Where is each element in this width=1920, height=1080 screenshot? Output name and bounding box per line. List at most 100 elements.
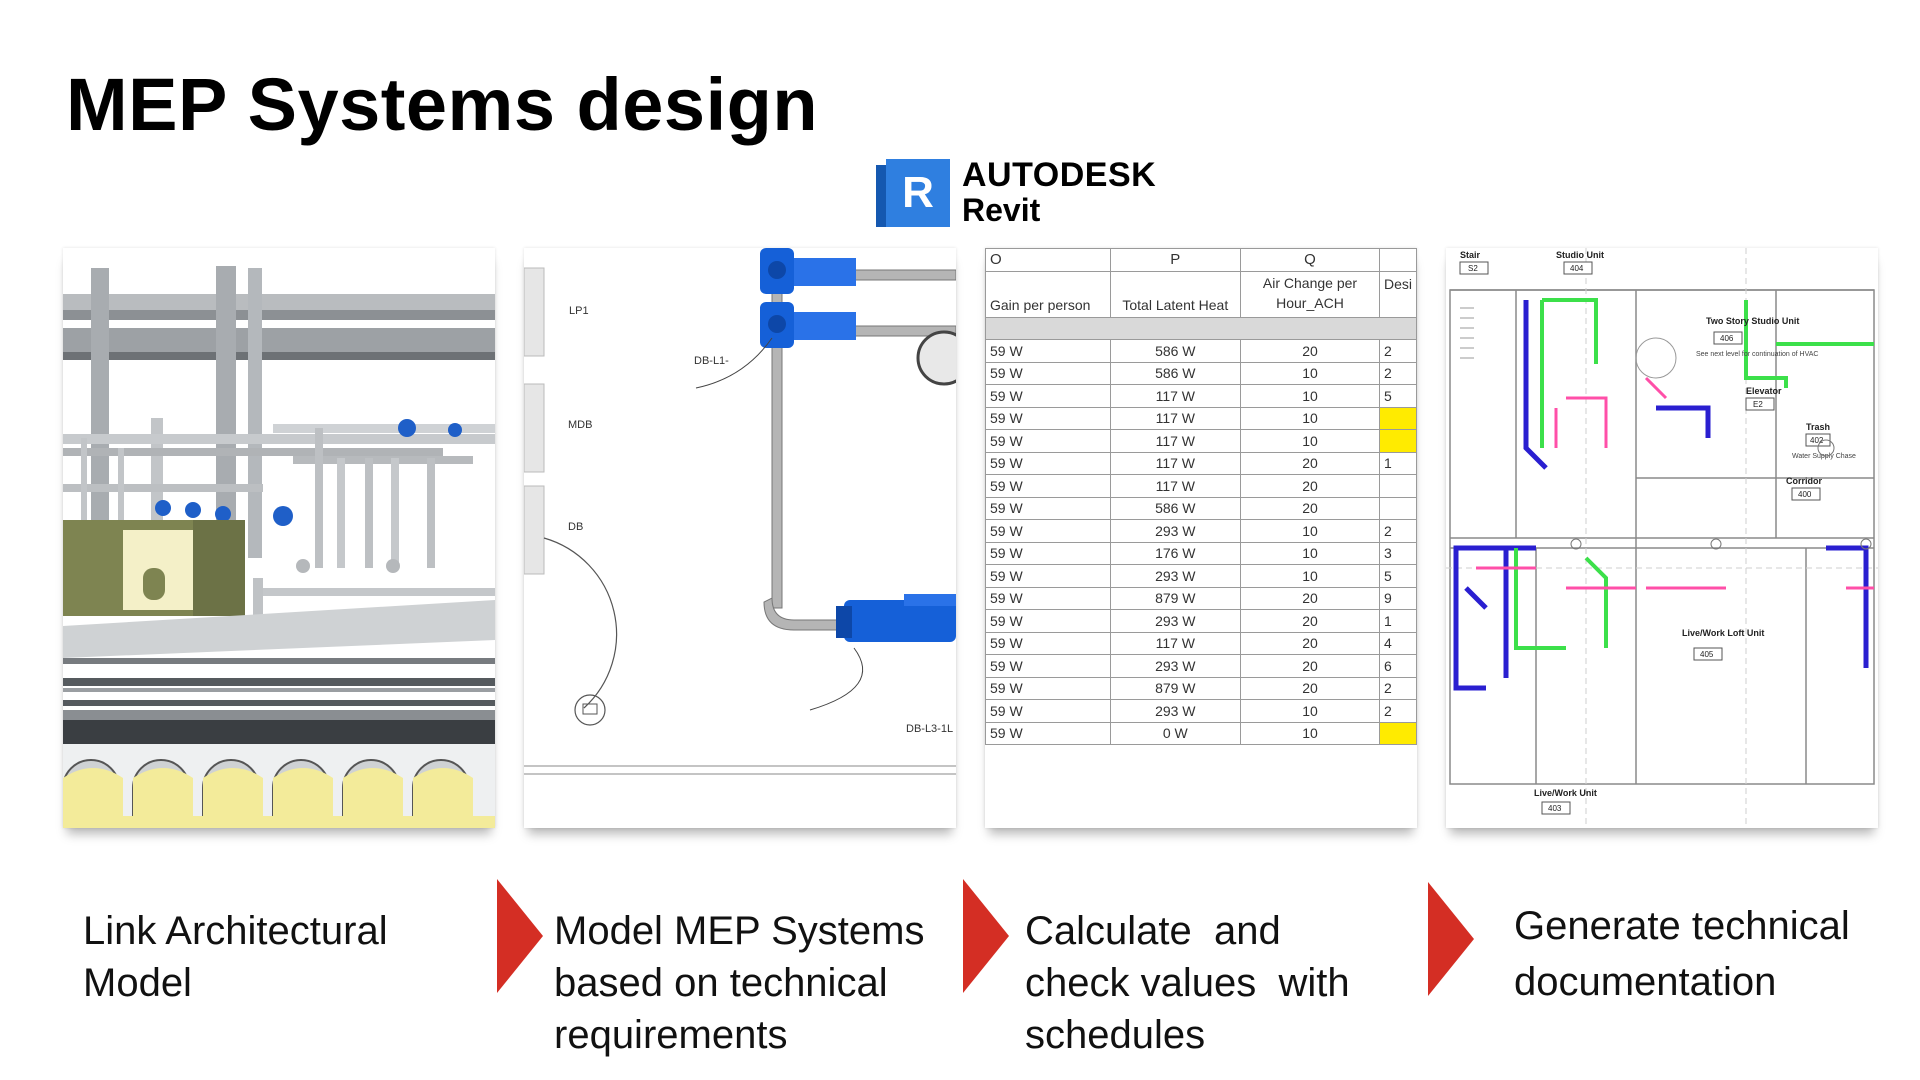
cell-design: 2 — [1378, 339, 1417, 363]
plan-tag-two-story: 406 — [1720, 334, 1734, 343]
cell-total-latent-heat: 117 W — [1109, 429, 1241, 453]
cell-total-latent-heat: 293 W — [1109, 654, 1241, 678]
step-generate-documentation: Generate technical documentation — [1514, 904, 1850, 1004]
cell-air-change: 20 — [1239, 631, 1380, 655]
logo-product: Revit — [962, 191, 1041, 228]
label-db: DB — [568, 521, 583, 533]
cell-design: 3 — [1378, 541, 1417, 565]
plan-label-corridor: Corridor — [1786, 476, 1822, 486]
cell-total-latent-heat: 586 W — [1109, 496, 1241, 520]
slide-title: MEP Systems design — [66, 63, 819, 146]
label-db-l1: DB-L1- — [694, 355, 729, 367]
cell-gain-per-person: 59 W — [985, 654, 1111, 678]
step-arrow-3 — [1428, 882, 1474, 996]
cell-air-change: 20 — [1239, 339, 1380, 363]
plan-note-hvac: See next level for continuation of HVAC — [1696, 351, 1818, 358]
cell-design: 4 — [1378, 631, 1417, 655]
cell-gain-per-person: 59 W — [985, 609, 1111, 633]
cell-design — [1378, 406, 1417, 430]
cell-design: 2 — [1378, 676, 1417, 700]
cell-air-change: 20 — [1239, 609, 1380, 633]
plan-tag-stair: S2 — [1468, 264, 1478, 273]
header-air-change: Air Change per Hour_ACH — [1239, 270, 1380, 318]
plan-tag-elevator: E2 — [1753, 400, 1763, 409]
schedule-table: O P Q Gain per person Total Latent Heat … — [985, 248, 1417, 745]
col-letter-o: O — [985, 248, 1111, 272]
cell-total-latent-heat: 117 W — [1109, 451, 1241, 475]
plan-tag-studio: 404 — [1570, 264, 1584, 273]
plan-tag-corridor: 400 — [1798, 490, 1812, 499]
cell-gain-per-person: 59 W — [985, 721, 1111, 745]
cell-gain-per-person: 59 W — [985, 361, 1111, 385]
revit-icon: R — [876, 158, 950, 227]
cell-design: 1 — [1378, 609, 1417, 633]
cell-total-latent-heat: 293 W — [1109, 519, 1241, 543]
label-mdb: MDB — [568, 419, 592, 431]
cell-air-change: 10 — [1239, 429, 1380, 453]
cell-total-latent-heat: 0 W — [1109, 721, 1241, 745]
cell-design: 6 — [1378, 654, 1417, 678]
cell-air-change: 20 — [1239, 451, 1380, 475]
col-letter-r — [1378, 248, 1417, 272]
cell-total-latent-heat: 293 W — [1109, 609, 1241, 633]
step-arrow-1 — [497, 879, 543, 993]
cell-design: 2 — [1378, 361, 1417, 385]
cell-design — [1378, 474, 1417, 498]
cell-gain-per-person: 59 W — [985, 631, 1111, 655]
cell-total-latent-heat: 293 W — [1109, 699, 1241, 723]
plan-label-water: Water Supply Chase — [1792, 453, 1856, 460]
cell-gain-per-person: 59 W — [985, 496, 1111, 520]
cell-total-latent-heat: 586 W — [1109, 339, 1241, 363]
step-model-mep-systems: Model MEP Systems based on technical req… — [554, 909, 925, 1057]
label-db-l3: DB-L3-1L — [906, 723, 953, 735]
cell-gain-per-person: 59 W — [985, 564, 1111, 588]
cell-air-change: 10 — [1239, 541, 1380, 565]
step-calculate-check-values: Calculate and check values with schedule… — [1025, 909, 1361, 1057]
cell-total-latent-heat: 293 W — [1109, 564, 1241, 588]
plan-tag-trash: 402 — [1810, 436, 1824, 445]
cell-total-latent-heat: 117 W — [1109, 384, 1241, 408]
header-design: Desi — [1378, 270, 1417, 318]
col-letter-q: Q — [1239, 248, 1380, 272]
plan-label-livework-unit: Live/Work Unit — [1534, 788, 1597, 798]
hvac-plan-image: Stair Studio Unit Two Story Studio Unit … — [1446, 248, 1878, 828]
cell-total-latent-heat: 117 W — [1109, 406, 1241, 430]
cell-total-latent-heat: 879 W — [1109, 676, 1241, 700]
cell-total-latent-heat: 117 W — [1109, 474, 1241, 498]
cell-air-change: 20 — [1239, 654, 1380, 678]
cell-air-change: 10 — [1239, 699, 1380, 723]
mep-model-image: LP1 MDB DB DB-L1- DB-L3-1L — [524, 248, 956, 828]
step-link-architectural-model: Link Architectural Model — [83, 909, 388, 1005]
cell-total-latent-heat: 117 W — [1109, 631, 1241, 655]
cell-air-change: 20 — [1239, 474, 1380, 498]
schedule-table-image: O P Q Gain per person Total Latent Heat … — [985, 248, 1417, 828]
cell-gain-per-person: 59 W — [985, 699, 1111, 723]
cell-gain-per-person: 59 W — [985, 586, 1111, 610]
cell-design — [1378, 429, 1417, 453]
header-total-latent-heat: Total Latent Heat — [1109, 270, 1241, 318]
cell-gain-per-person: 59 W — [985, 384, 1111, 408]
architectural-model-image — [63, 248, 495, 828]
cell-gain-per-person: 59 W — [985, 339, 1111, 363]
plan-label-livework-loft: Live/Work Loft Unit — [1682, 628, 1764, 638]
plan-tag-livework-loft: 405 — [1700, 650, 1714, 659]
cell-air-change: 10 — [1239, 406, 1380, 430]
logo-brand: AUTODESK — [962, 156, 1157, 194]
plan-label-trash: Trash — [1806, 422, 1830, 432]
cell-air-change: 10 — [1239, 384, 1380, 408]
cell-gain-per-person: 59 W — [985, 474, 1111, 498]
cell-gain-per-person: 59 W — [985, 429, 1111, 453]
cell-gain-per-person: 59 W — [985, 541, 1111, 565]
cell-air-change: 10 — [1239, 361, 1380, 385]
